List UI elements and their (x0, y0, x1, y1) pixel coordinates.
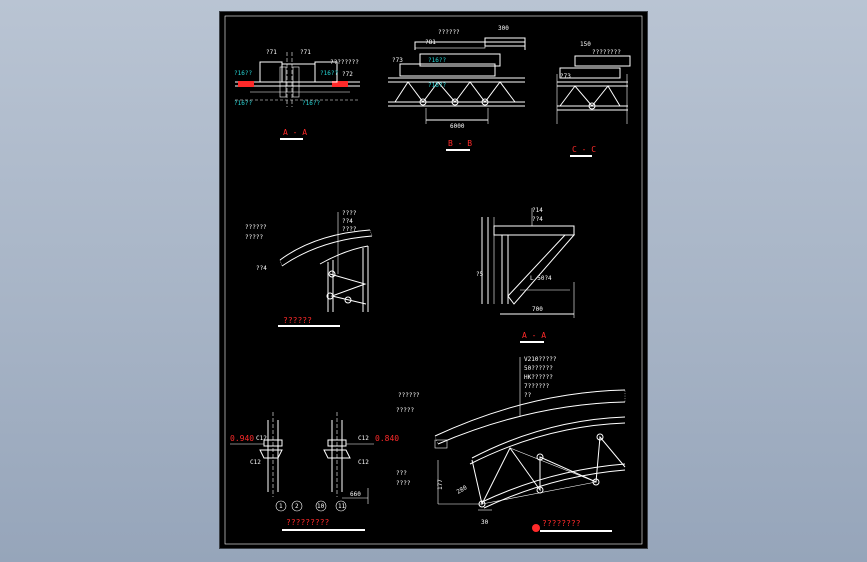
aa-note-1: ?71 (266, 49, 277, 56)
arch-dim-s: 280 (456, 484, 469, 496)
cc-title: C - C (572, 145, 596, 154)
aa-note-5: ?16?? (234, 70, 252, 77)
arch-dim-v: 177 (437, 479, 444, 490)
axis-11: 11 (338, 503, 346, 510)
bracket-note-4: ?5 (476, 271, 484, 278)
aa-note-8: ?16?? (302, 100, 320, 107)
bracket-title: A - A (522, 331, 546, 340)
col-dim: 660 (350, 491, 361, 498)
mid-note-1: ?????? (245, 224, 267, 231)
mid-note-3: ??4 (256, 265, 267, 272)
elev-right: 0.840 (375, 434, 399, 443)
elev-left: 0.940 (230, 434, 254, 443)
arch-title: ???????? (542, 519, 581, 528)
arch-note-4: 7?????? (524, 383, 550, 390)
bb-note-3: ?73 (392, 57, 403, 64)
section-aa-top: ?71 ?71 ???????? ?72 ?16?? ?16?? ?16?? ?… (234, 49, 360, 140)
bb-dim-bottom: 6000 (450, 123, 465, 130)
section-arch: V210????? 50?????? HK?????? 7?????? ?? ?… (396, 356, 626, 532)
arch-note-1: V210????? (524, 356, 557, 363)
bracket-dim: 700 (532, 306, 543, 313)
axis-10: 10 (317, 503, 325, 510)
col-c-br: C12 (358, 459, 369, 466)
col-c-tr: C12 (358, 435, 369, 442)
aa-title: A - A (283, 128, 307, 137)
mid-note-6: ???? (342, 226, 357, 233)
bracket-note-3: L 50?4 (530, 275, 552, 282)
columns-title: ????????? (286, 518, 330, 527)
bb-note-1: ?????? (438, 29, 460, 36)
arch-callout-1: ?????? (398, 392, 420, 399)
red-flashing-right (332, 81, 348, 87)
axis-2: 2 (295, 503, 299, 510)
mid-note-4: ???? (342, 210, 357, 217)
sheet-frame (224, 15, 643, 545)
mid-title: ?????? (283, 316, 312, 325)
arch-callout-3: ??? (396, 470, 407, 477)
bb-title: B - B (448, 139, 472, 148)
bb-note-2: ?81 (425, 39, 436, 46)
cad-drawing: ?71 ?71 ???????? ?72 ?16?? ?16?? ?16?? ?… (224, 15, 643, 545)
cc-note-1: ???????? (592, 49, 621, 56)
arch-callout-4: ???? (396, 480, 411, 487)
bracket-note-1: ?14 (532, 207, 543, 214)
section-columns: 0.940 0.840 C12 C12 C12 C12 660 1 2 10 1… (230, 412, 399, 531)
arch-note-5: ?? (524, 392, 532, 399)
arch-title-marker (532, 524, 540, 532)
aa-note-3: ???????? (330, 59, 359, 66)
bb-dim-top: 300 (498, 25, 509, 32)
arch-note-3: HK?????? (524, 374, 553, 381)
cc-dim-top: 150 (580, 41, 591, 48)
bracket-note-2: ??4 (532, 216, 543, 223)
aa-note-4: ?72 (342, 71, 353, 78)
bb-note-5: ?16?? (428, 82, 446, 89)
aa-note-6: ?16?? (320, 70, 338, 77)
red-flashing-left (238, 81, 254, 87)
bb-note-4: ?16?? (428, 57, 446, 64)
cc-note-2: ?73 (560, 73, 571, 80)
col-c-tl: C12 (256, 435, 267, 442)
axis-1: 1 (279, 503, 283, 510)
section-bb: 300 ?????? ?81 ?73 ?16?? ?16?? 6000 B - … (388, 25, 526, 151)
aa-note-7: ?16?? (234, 100, 252, 107)
section-cc: 150 ???????? ?73 C - C (556, 41, 631, 157)
mid-note-2: ????? (245, 234, 263, 241)
col-c-bl: C12 (250, 459, 261, 466)
drawing-sheet: ?71 ?71 ???????? ?72 ?16?? ?16?? ?16?? ?… (220, 12, 647, 548)
section-aa-bracket: ?14 ??4 L 50?4 ?5 700 A - A (476, 207, 576, 343)
arch-callout-2: ????? (396, 407, 414, 414)
arch-dim-h: 30 (481, 519, 489, 526)
section-detail-mid: ???? ??4 ???? ?????? ????? ??4 ?????? (245, 210, 373, 327)
aa-note-2: ?71 (300, 49, 311, 56)
mid-note-5: ??4 (342, 218, 353, 225)
arch-note-2: 50?????? (524, 365, 553, 372)
